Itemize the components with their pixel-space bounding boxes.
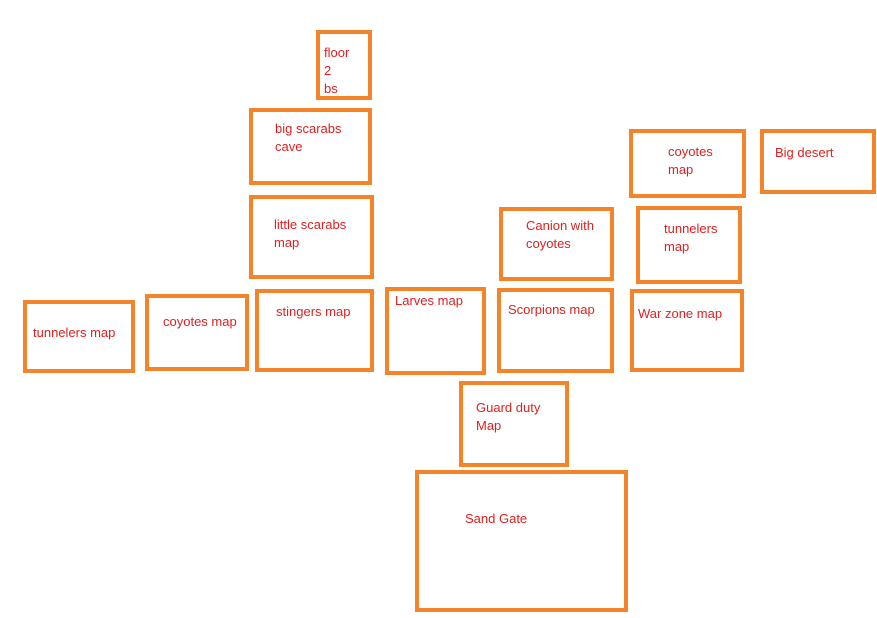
room-little-scarabs-map-label: little scarabs map: [274, 217, 347, 250]
room-big-scarabs-cave-label: big scarabs cave: [275, 121, 342, 154]
room-coyotes-map-left: [145, 294, 249, 371]
room-big-desert-label: Big desert: [775, 145, 834, 160]
room-big-desert: [760, 129, 876, 194]
room-stingers-map-label: stingers map: [276, 304, 351, 319]
room-big-scarabs-cave: [249, 108, 372, 185]
room-sand-gate-label: Sand Gate: [465, 511, 528, 526]
room-larves-map-label: Larves map: [395, 293, 463, 308]
room-stingers-map: [255, 289, 374, 372]
room-little-scarabs-map: [249, 195, 374, 279]
room-war-zone-map: [630, 289, 744, 372]
room-war-zone-map-label: War zone map: [638, 306, 723, 321]
room-floor-2-bs: [316, 30, 372, 100]
room-coyotes-map-left-label: coyotes map: [163, 314, 237, 329]
room-tunnelers-map-right: [636, 206, 742, 284]
room-sand-gate: [415, 470, 628, 612]
room-coyotes-map-right-label: coyotes map: [668, 144, 713, 177]
room-canion-with-coyotes: [499, 207, 614, 281]
room-scorpions-map: [497, 288, 614, 373]
room-guard-duty-map: [459, 381, 569, 467]
room-larves-map: [385, 287, 486, 375]
room-canion-with-coyotes-label: Canion with coyotes: [526, 218, 594, 251]
room-tunnelers-map-left: [23, 300, 135, 373]
room-guard-duty-map-label: Guard duty Map: [476, 400, 541, 433]
room-floor-2-bs-label: floor 2 bs: [324, 45, 350, 96]
room-tunnelers-map-right-label: tunnelers map: [664, 221, 718, 254]
room-coyotes-map-right: [629, 129, 746, 198]
room-tunnelers-map-left-label: tunnelers map: [33, 325, 116, 340]
room-scorpions-map-label: Scorpions map: [508, 302, 595, 317]
